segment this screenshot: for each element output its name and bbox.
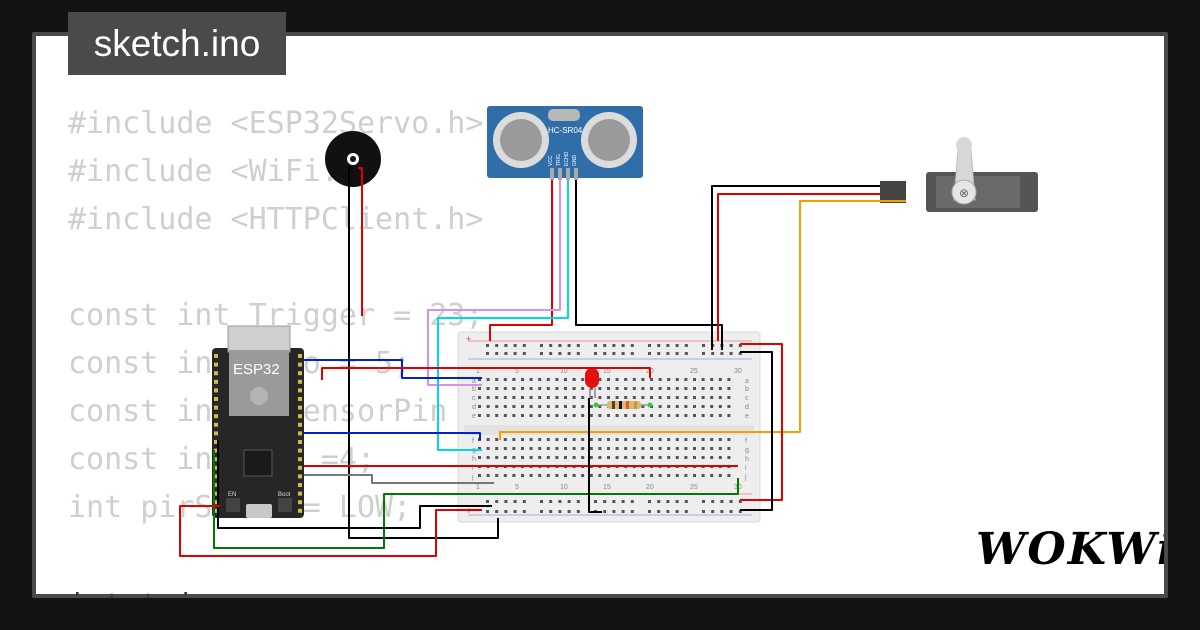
- wires: [179, 167, 906, 557]
- wire-blue-2: [304, 432, 481, 440]
- svg-text:⊗: ⊗: [959, 186, 969, 200]
- usb-port: [246, 504, 272, 518]
- wire-red-esp-power: [179, 505, 482, 557]
- wire-black-rail-right: [740, 351, 773, 511]
- circuit-diagram: 1 5 10 15 20 25 30 1 5 10 15 20 25 30 a …: [179, 106, 1038, 557]
- svg-text:1: 1: [476, 368, 480, 375]
- boot-button[interactable]: [278, 498, 292, 512]
- en-button[interactable]: [226, 498, 240, 512]
- svg-text:a: a: [745, 378, 749, 385]
- esp32-board[interactable]: ESP32 EN Boot: [212, 325, 304, 518]
- code-line: const int Trigger = 23;: [68, 298, 484, 333]
- svg-text:5: 5: [515, 368, 519, 375]
- code-peek: int tri...: [68, 586, 249, 598]
- wire-red-rail-right: [740, 343, 783, 501]
- resistor[interactable]: [593, 401, 653, 409]
- svg-text:20: 20: [646, 484, 654, 491]
- svg-text:TRIG: TRIG: [556, 154, 562, 166]
- svg-text:15: 15: [603, 368, 611, 375]
- svg-text:1: 1: [476, 484, 480, 491]
- svg-text:EN: EN: [228, 492, 236, 498]
- svg-text:h: h: [472, 456, 476, 463]
- svg-text:i: i: [745, 465, 747, 472]
- svg-text:10: 10: [560, 484, 568, 491]
- svg-text:10: 10: [560, 368, 568, 375]
- svg-text:25: 25: [690, 368, 698, 375]
- wire-black-sensor-gnd: [575, 180, 723, 350]
- wire-black-led: [588, 398, 602, 513]
- svg-text:+: +: [466, 334, 471, 344]
- svg-text:e: e: [745, 413, 749, 420]
- esp32-label: ESP32: [233, 361, 280, 378]
- wire-red-sensor-vcc: [489, 180, 553, 341]
- svg-text:c: c: [472, 395, 476, 402]
- svg-text:j: j: [471, 474, 474, 481]
- wire-green-rail: [213, 450, 739, 549]
- svg-text:f: f: [472, 438, 474, 445]
- code-line: #include <HTTPClient.h>: [68, 202, 484, 237]
- svg-text:i: i: [472, 465, 474, 472]
- svg-text:h: h: [745, 456, 749, 463]
- sensor-label: HC-SR04: [548, 126, 583, 135]
- filename-tab[interactable]: sketch.ino: [68, 12, 286, 75]
- svg-text:Boot: Boot: [278, 492, 291, 498]
- wire-black-buzzer: [348, 167, 499, 539]
- wire-violet-trig: [427, 180, 561, 386]
- wire-black-esp-gnd: [217, 440, 492, 529]
- esp32-pins: [214, 354, 302, 513]
- wire-cyan-echo: [437, 180, 569, 451]
- buzzer[interactable]: [325, 131, 381, 187]
- wire-orange-servo: [499, 200, 906, 440]
- card-bottom-edge: [36, 594, 1164, 598]
- project-card: #include <ESP32Servo.h>#include <WiFi.h>…: [36, 36, 1164, 594]
- svg-text:j: j: [744, 474, 747, 481]
- svg-text:b: b: [472, 386, 476, 393]
- wire-black-servo: [711, 185, 880, 350]
- svg-text:VCC: VCC: [548, 155, 554, 166]
- servo-motor[interactable]: ⊗: [880, 137, 1038, 212]
- svg-text:5: 5: [515, 484, 519, 491]
- svg-text:a: a: [472, 378, 476, 385]
- svg-text:g: g: [745, 447, 749, 454]
- code-line: #include <ESP32Servo.h>: [68, 106, 484, 141]
- svg-text:15: 15: [603, 484, 611, 491]
- wire-red-led: [321, 367, 651, 380]
- svg-text:25: 25: [690, 484, 698, 491]
- svg-text:c: c: [745, 395, 749, 402]
- svg-text:b: b: [745, 386, 749, 393]
- wire-red-buzzer: [358, 167, 363, 316]
- ultrasonic-sensor[interactable]: HC-SR04 VCC TRIG ECHO GND: [487, 106, 643, 180]
- svg-text:30: 30: [734, 368, 742, 375]
- svg-text:d: d: [472, 404, 476, 411]
- svg-text:e: e: [472, 413, 476, 420]
- svg-text:f: f: [745, 438, 747, 445]
- svg-text:d: d: [745, 404, 749, 411]
- wokwi-logo: WOKWi: [976, 524, 1164, 575]
- red-led[interactable]: [585, 368, 599, 398]
- wire-gray: [304, 474, 494, 484]
- wire-red-servo: [717, 193, 880, 341]
- breadboard: 1 5 10 15 20 25 30 1 5 10 15 20 25 30 a …: [457, 331, 761, 523]
- svg-text:GND: GND: [572, 155, 578, 167]
- svg-text:ECHO: ECHO: [564, 151, 570, 166]
